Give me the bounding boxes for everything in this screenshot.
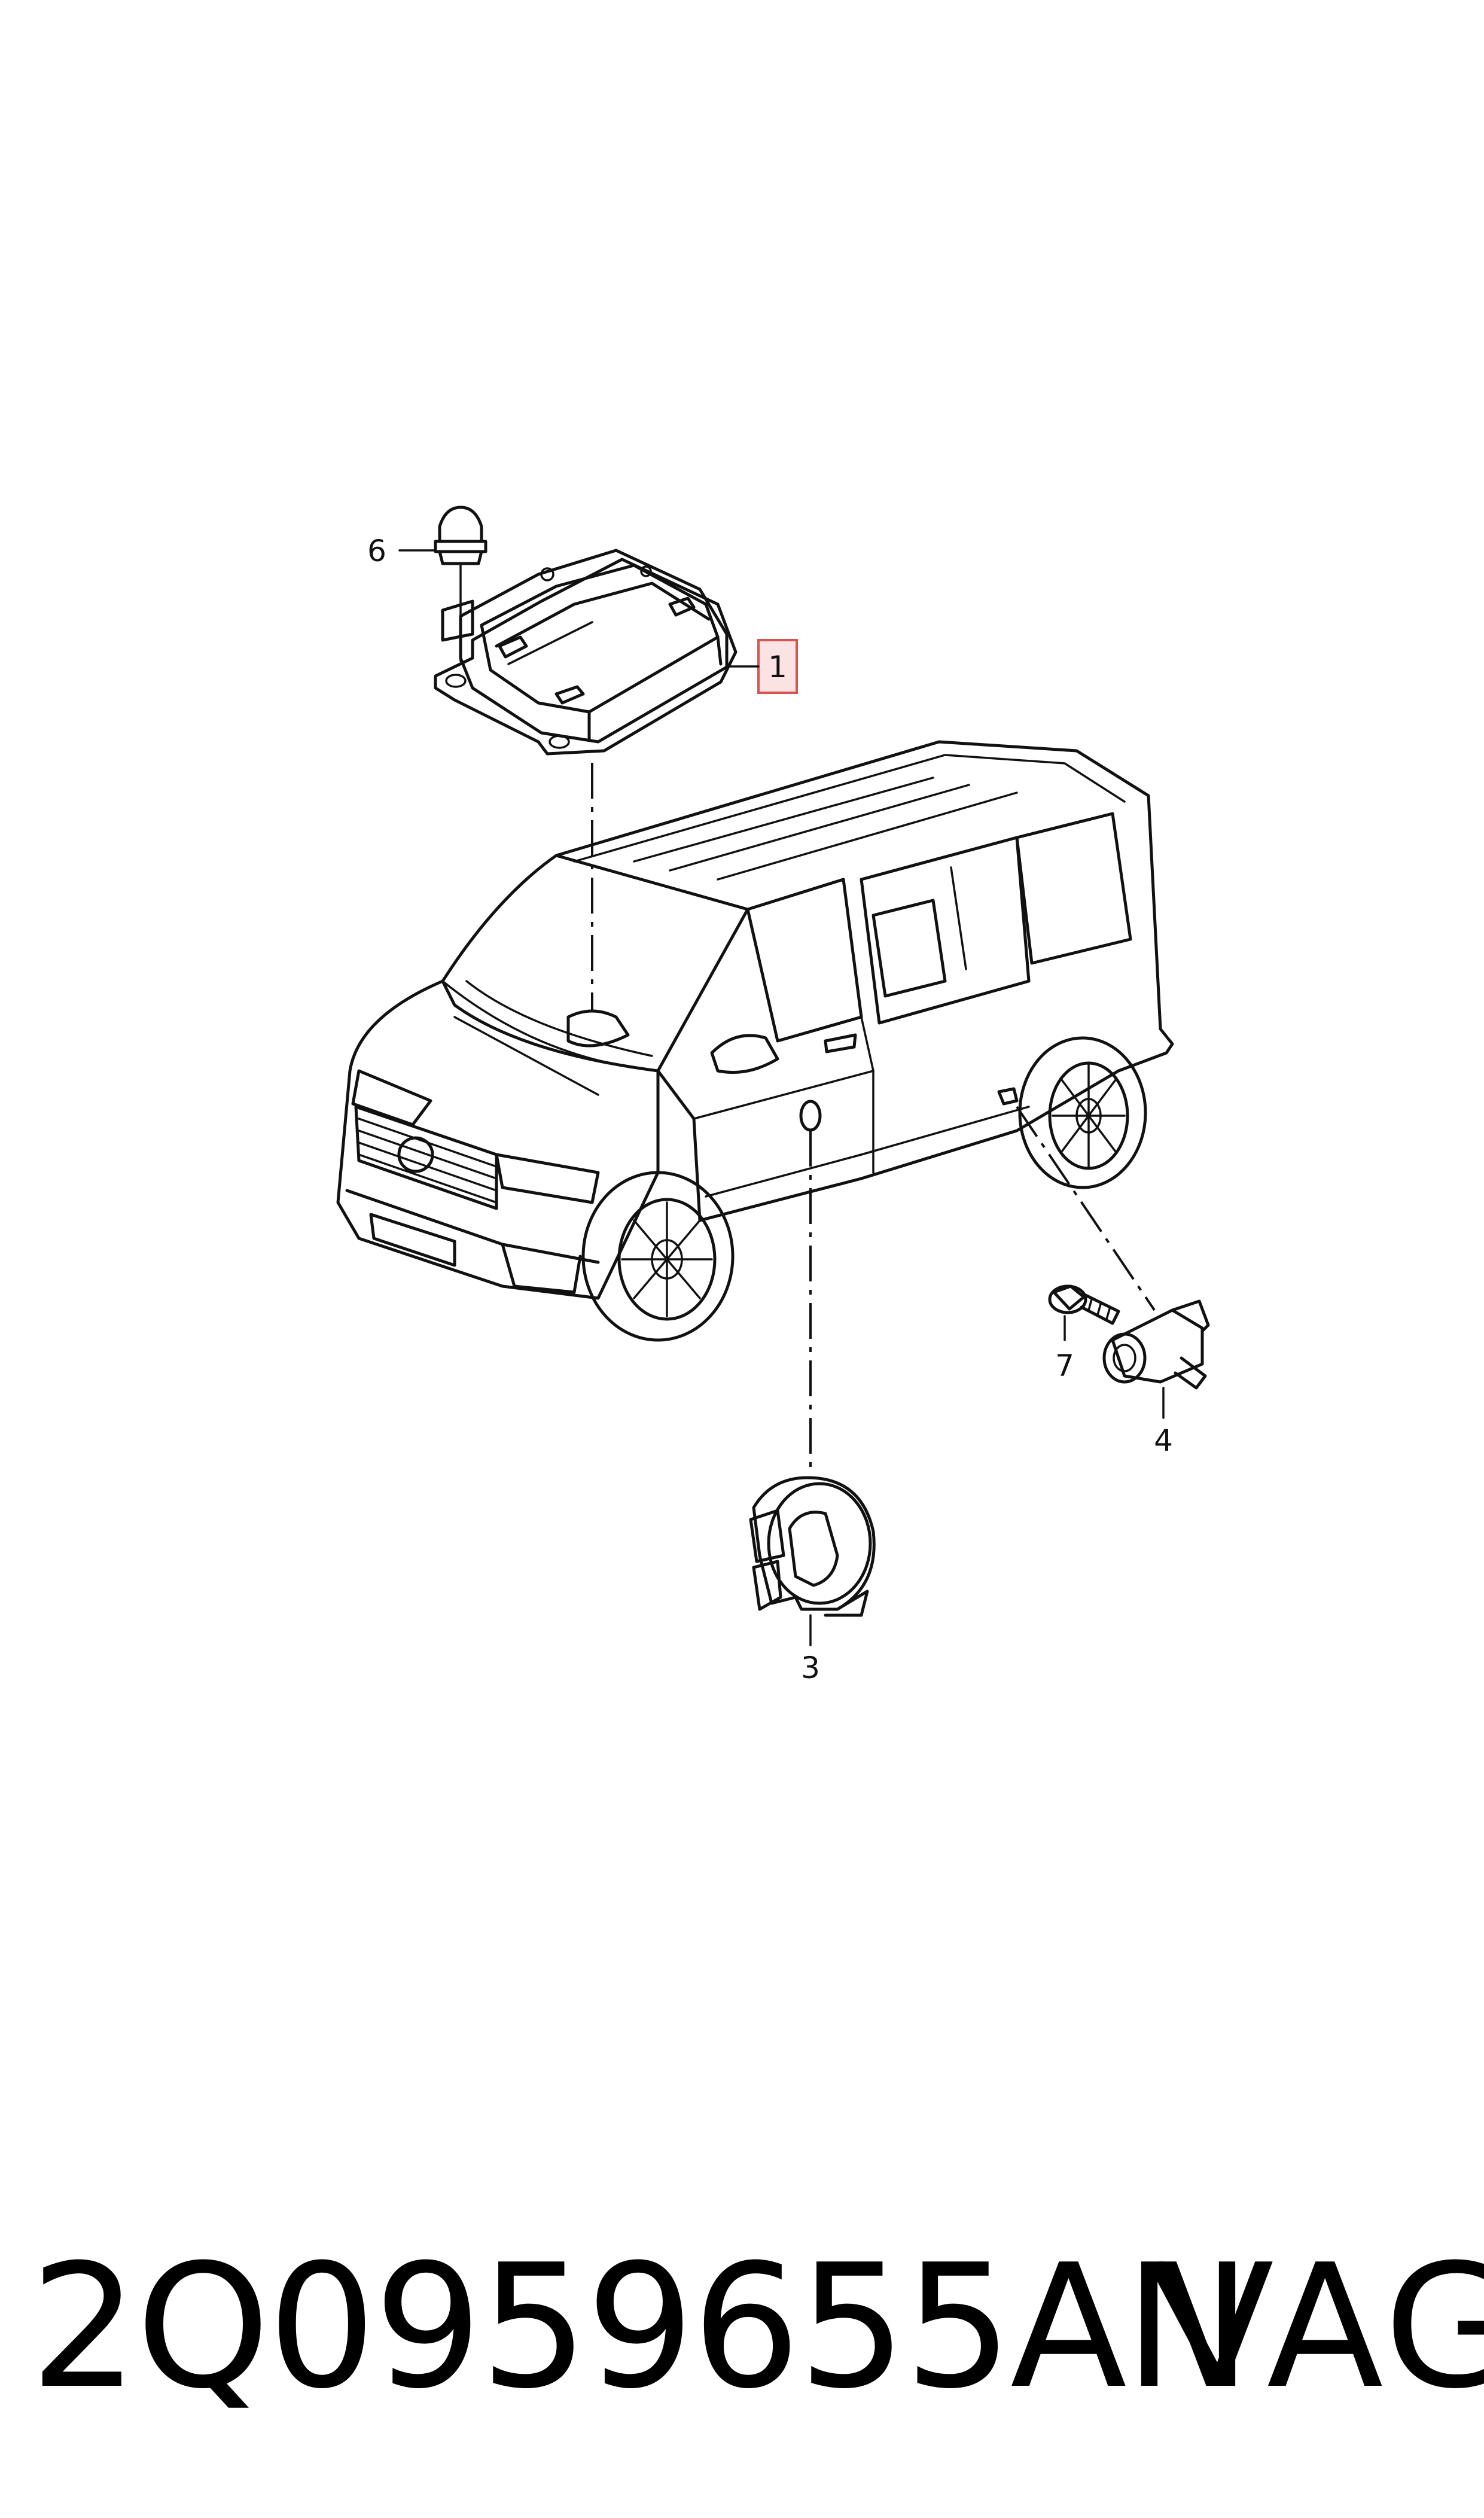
- callout-1: 1: [768, 650, 787, 684]
- callout-4: 4: [1154, 1423, 1173, 1458]
- part-7-bolt: [1048, 1284, 1120, 1341]
- callout-6: 6: [367, 534, 386, 568]
- footer: 2Q0959655AN VAG: [0, 2237, 1484, 2417]
- part-number: 2Q0959655AN: [30, 2228, 1252, 2426]
- part-1-airbag-control-unit: [434, 549, 738, 756]
- part-4-sensor: [1102, 1299, 1210, 1419]
- van-illustration: [336, 740, 1174, 1342]
- part-3-sensor: [749, 1476, 876, 1646]
- callout-7: 7: [1055, 1348, 1074, 1383]
- brand-label: VAG: [1157, 2228, 1484, 2426]
- callout-3: 3: [801, 1651, 820, 1685]
- leader-line-4: [1016, 1106, 1156, 1311]
